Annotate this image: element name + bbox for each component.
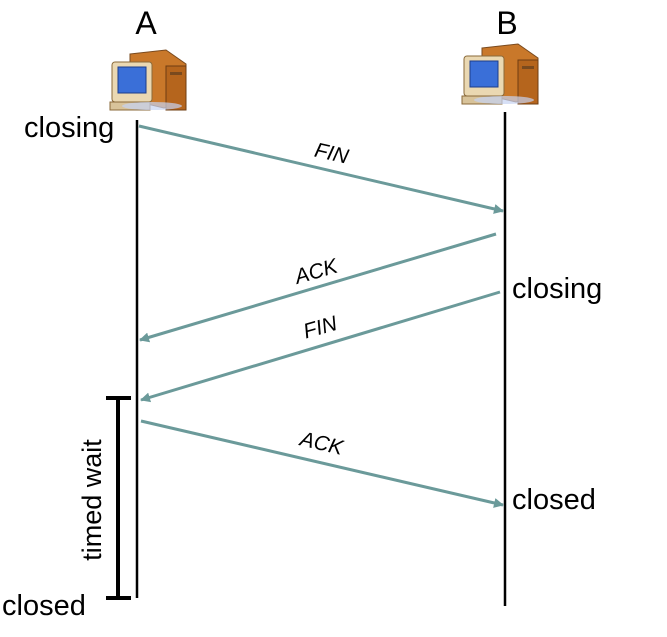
state-b-closed: closed bbox=[512, 484, 596, 516]
arrow-ack-a-to-b bbox=[140, 419, 504, 508]
msg-fin-label: FIN bbox=[312, 139, 351, 169]
state-a-closed: closed bbox=[2, 590, 86, 622]
msg-fin-label: FIN bbox=[301, 312, 341, 344]
arrow-ack-b-to-a bbox=[139, 232, 497, 343]
computer-icon bbox=[109, 49, 187, 111]
host-b-label: B bbox=[496, 5, 517, 41]
arrow-fin-a-to-b bbox=[138, 124, 504, 214]
timed-wait-bracket bbox=[106, 396, 131, 600]
state-a-closing: closing bbox=[24, 112, 114, 144]
host-a-label: A bbox=[135, 5, 157, 41]
msg-ack-label: ACK bbox=[296, 427, 346, 460]
computer-icon bbox=[461, 43, 539, 105]
timed-wait-label: timed wait bbox=[77, 439, 107, 561]
msg-ack-label: ACK bbox=[290, 254, 341, 289]
arrow-fin-b-to-a bbox=[140, 290, 501, 403]
state-b-closing: closing bbox=[512, 273, 602, 305]
